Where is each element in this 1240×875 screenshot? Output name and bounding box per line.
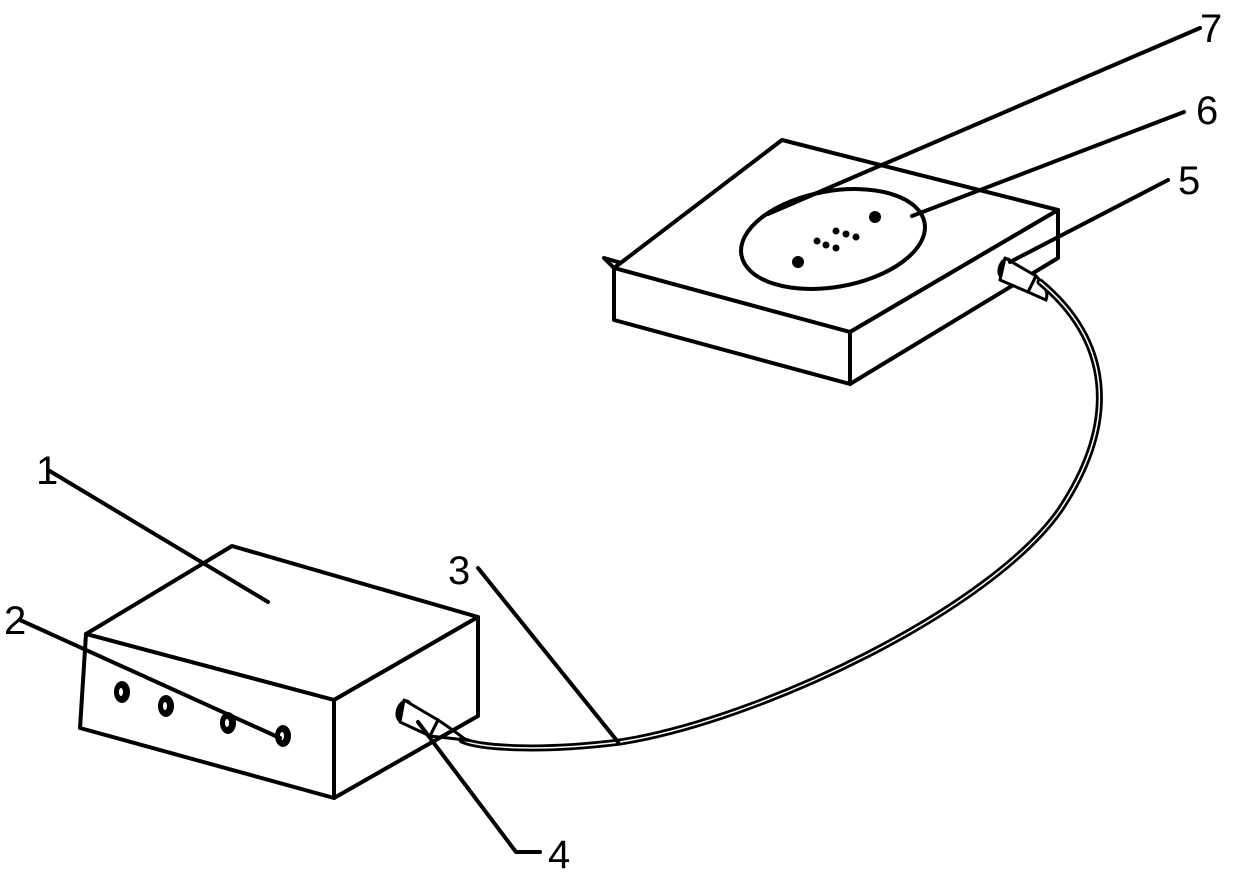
- electrode-dot: [822, 241, 830, 249]
- leader-line-6: [910, 110, 1186, 218]
- label-5: 5: [1178, 159, 1200, 203]
- leader-lines: [18, 26, 1202, 854]
- label-2: 2: [4, 599, 26, 643]
- pad-base: [602, 138, 1060, 386]
- pad-connector: [997, 256, 1049, 303]
- leader-line-5: [1008, 178, 1170, 264]
- leader-line-3: [476, 566, 620, 744]
- leader-line-2: [18, 618, 282, 740]
- label-6: 6: [1196, 89, 1218, 133]
- leader-line-7: [766, 26, 1202, 216]
- control-box: [78, 544, 480, 800]
- electrode-dot: [813, 237, 821, 245]
- knob: [158, 695, 174, 717]
- electrode-dot: [869, 211, 881, 223]
- cable: [458, 278, 1103, 752]
- leader-line-4: [416, 720, 542, 854]
- electrode-dot: [832, 244, 840, 252]
- label-1: 1: [36, 449, 58, 493]
- electrode-dot: [792, 256, 804, 268]
- electrode-dot: [842, 230, 850, 238]
- electrode-dot: [832, 227, 840, 235]
- label-4: 4: [548, 833, 570, 875]
- reference-labels: 1 2 3 4 5 6 7: [4, 7, 1222, 875]
- label-7: 7: [1200, 7, 1222, 51]
- leader-line-1: [46, 468, 270, 604]
- label-3: 3: [448, 549, 470, 593]
- knob: [114, 681, 130, 703]
- electrode-dot: [852, 233, 860, 241]
- control-knobs: [114, 681, 291, 747]
